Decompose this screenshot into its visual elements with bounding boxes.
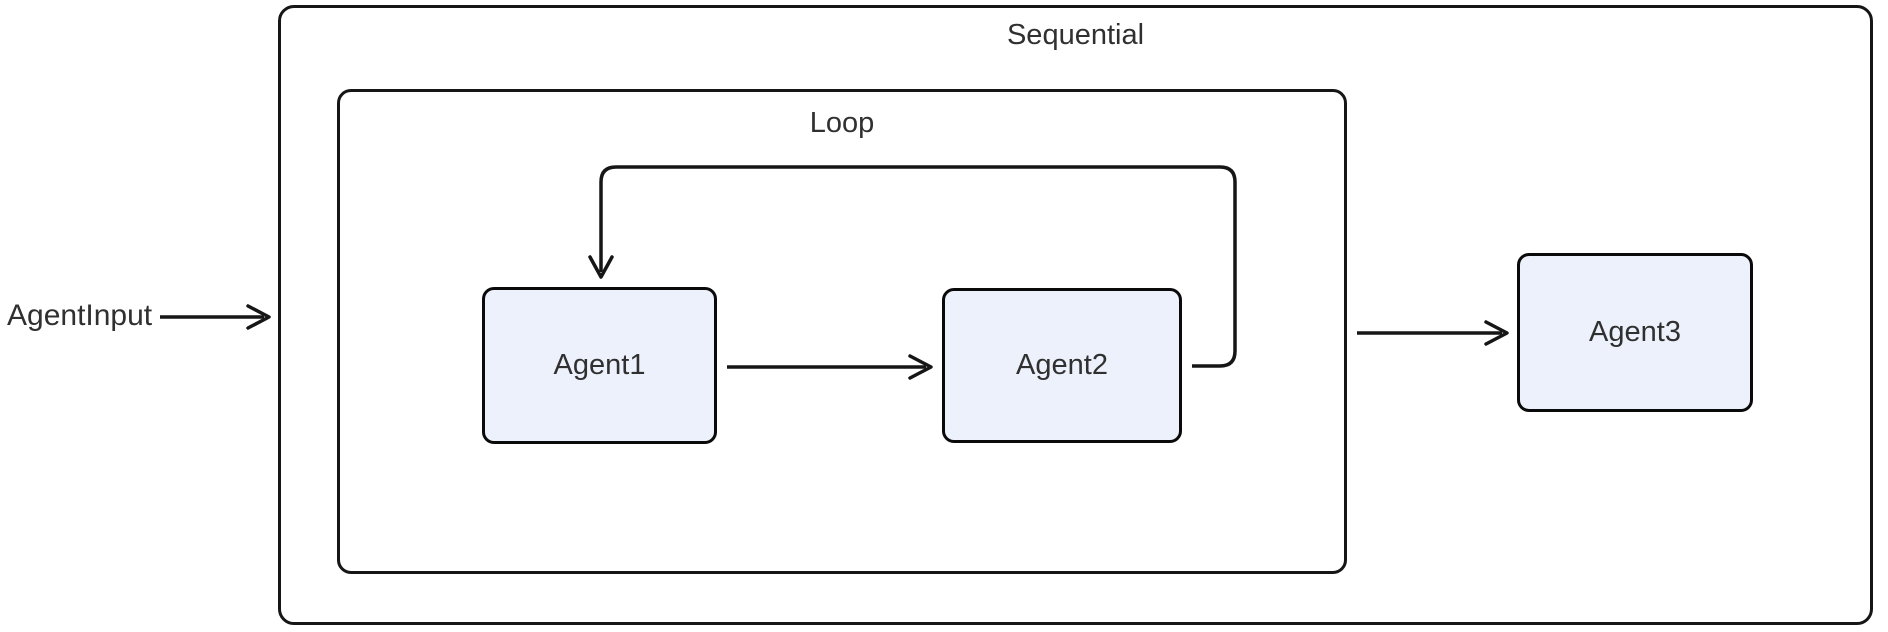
loop-container: Loop Agent1 Agent2 [337, 89, 1347, 574]
node-agent3-label: Agent3 [1589, 316, 1681, 348]
node-agent1: Agent1 [482, 287, 717, 444]
node-agent3: Agent3 [1517, 253, 1753, 412]
loop-label: Loop [809, 107, 875, 139]
node-agent2: Agent2 [942, 288, 1182, 443]
arrow-head-icon [246, 304, 271, 330]
sequential-label: Sequential [1006, 19, 1145, 51]
agent-input-label: AgentInput [7, 299, 153, 332]
node-agent2-label: Agent2 [1016, 349, 1108, 381]
edge-agentinput-to-sequential [160, 304, 271, 330]
node-agent1-label: Agent1 [553, 349, 646, 381]
sequential-container: Sequential Loop Agent1 Agent2 Agent3 [278, 5, 1873, 625]
